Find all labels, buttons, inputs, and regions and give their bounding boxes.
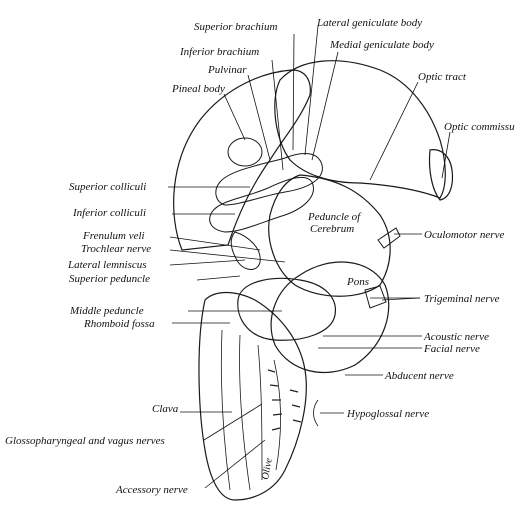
label-optic-tract: Optic tract — [418, 71, 467, 83]
label-medial-geniculate-body: Medial geniculate body — [329, 39, 434, 51]
label-trochlear-nerve: Trochlear nerve — [81, 243, 151, 255]
label-peduncle-line2: Cerebrum — [310, 223, 354, 235]
inferior-colliculi-shape — [209, 176, 314, 233]
label-frenulum-veli: Frenulum veli — [82, 230, 145, 242]
label-hypoglossal-nerve: Hypoglossal nerve — [346, 408, 429, 420]
label-superior-brachium: Superior brachium — [194, 21, 277, 33]
cerebral-peduncle-shape — [268, 174, 391, 297]
optic-commissure-shape — [428, 149, 454, 201]
label-peduncle-line1: Peduncle of — [307, 211, 362, 223]
label-rhomboid-fossa: Rhomboid fossa — [83, 318, 155, 330]
medulla-rootlets — [267, 369, 302, 431]
lateral-lemniscus-shape — [230, 231, 261, 270]
medulla-shape — [198, 291, 307, 501]
label-oculomotor-nerve: Oculomotor nerve — [424, 229, 504, 241]
superior-colliculi-shape — [215, 153, 323, 206]
olive-label: Olive — [260, 457, 275, 481]
middle-peduncle-shape — [237, 277, 336, 341]
label-pons: Pons — [346, 276, 369, 288]
brainstem-illustration: Olive — [173, 60, 454, 501]
pons-shape — [270, 261, 390, 374]
label-optic-commissure: Optic commissu — [444, 121, 515, 133]
label-superior-peduncle: Superior peduncle — [69, 273, 150, 285]
label-facial-nerve: Facial nerve — [423, 343, 480, 355]
labels: Superior brachium Lateral geniculate bod… — [5, 17, 515, 496]
label-abducent-nerve: Abducent nerve — [384, 370, 454, 382]
optic-tract-shape — [274, 60, 446, 199]
label-lateral-lemniscus: Lateral lemniscus — [67, 259, 147, 271]
label-pineal-body: Pineal body — [171, 83, 225, 95]
label-inferior-colliculi: Inferior colliculi — [72, 207, 146, 219]
leader-lines — [168, 25, 451, 489]
label-pulvinar: Pulvinar — [207, 64, 247, 76]
label-middle-peduncle: Middle peduncle — [69, 305, 144, 317]
thalamus-shape — [173, 69, 311, 251]
label-superior-colliculi: Superior colliculi — [69, 181, 146, 193]
label-clava: Clava — [152, 403, 179, 415]
pineal-body-shape — [227, 137, 263, 167]
trigeminal-nerve-shape — [364, 285, 387, 309]
label-inferior-brachium: Inferior brachium — [179, 46, 259, 58]
label-accessory-nerve: Accessory nerve — [115, 484, 188, 496]
oculomotor-nerve-shape — [377, 227, 401, 249]
label-lateral-geniculate-body: Lateral geniculate body — [316, 17, 422, 29]
label-trigeminal-nerve: Trigeminal nerve — [424, 293, 500, 305]
label-glossopharyngeal-vagus: Glossopharyngeal and vagus nerves — [5, 435, 165, 447]
label-acoustic-nerve: Acoustic nerve — [423, 331, 489, 343]
